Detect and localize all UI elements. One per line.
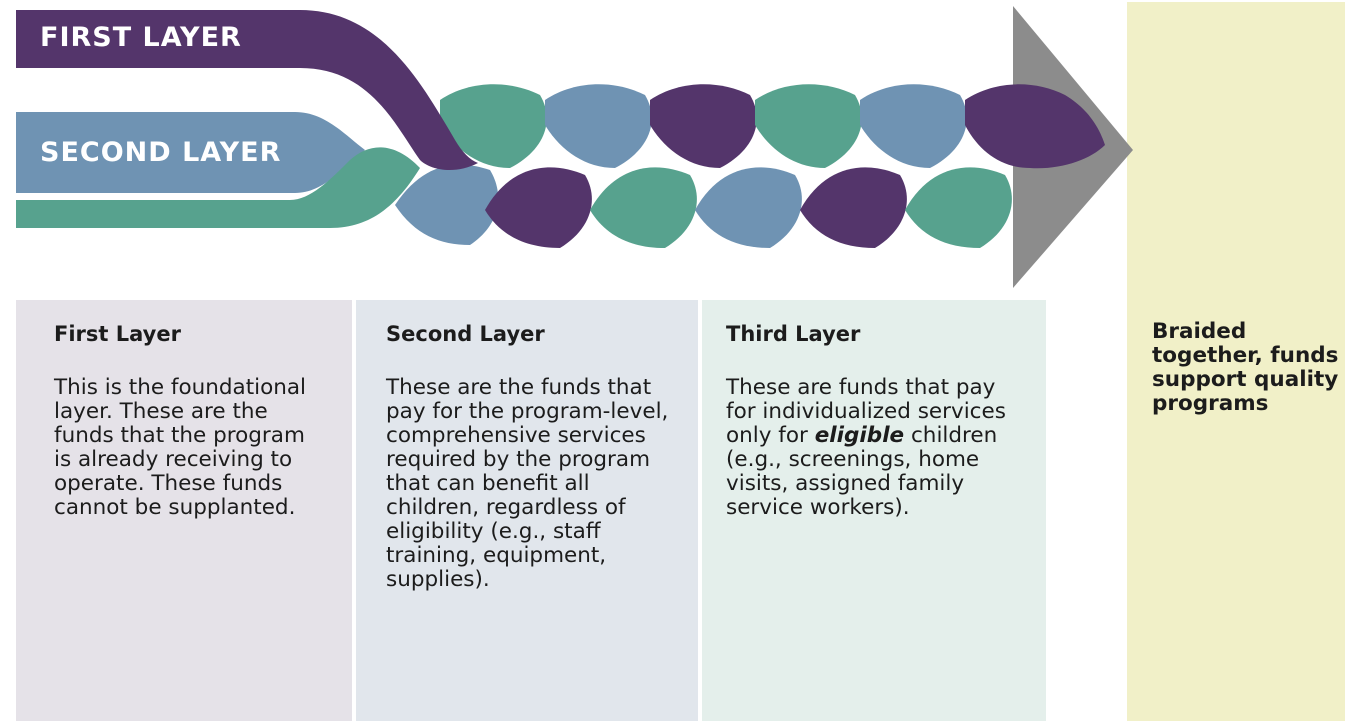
braid-segment-lower-2 <box>485 167 592 248</box>
third-layer-panel: Third Layer These are funds that pay for… <box>702 300 1046 721</box>
braid-segment-lower-3 <box>590 167 697 248</box>
braid-segment-upper-2 <box>545 84 652 168</box>
braid-segment-lower-1 <box>395 164 499 245</box>
first-layer-strand-entry <box>16 10 478 171</box>
braid-segment-upper-6 <box>965 84 1105 169</box>
braid-segment-lower-6 <box>905 167 1012 248</box>
first-layer-description: This is the foundational layer. These ar… <box>54 375 307 520</box>
third-layer-title: Third Layer <box>726 322 861 346</box>
third-layer-strand-entry <box>16 147 420 228</box>
braid-segment-upper-4 <box>755 84 862 168</box>
third-layer-description: These are funds that pay for individuali… <box>726 376 1020 520</box>
result-column <box>1127 2 1345 721</box>
braid-segment-lower-5 <box>800 167 907 248</box>
third-layer-description-start: These are funds that pay for individuali… <box>726 375 1006 448</box>
braid-segment-lower-4 <box>695 167 802 248</box>
second-layer-label: SECOND LAYER <box>40 137 281 168</box>
third-layer-description-end: children (e.g., screenings, home visits,… <box>726 423 998 520</box>
first-layer-panel: First Layer This is the foundational lay… <box>16 300 352 721</box>
braid-diagram: FIRST LAYER SECOND LAYER THIRD LAYER <box>16 6 1133 288</box>
second-layer-strand-entry <box>16 112 365 193</box>
second-layer-description: These are the funds that pay for the pro… <box>386 375 669 592</box>
braid-segment-upper-3 <box>650 84 757 168</box>
braid-segment-upper-1 <box>440 84 547 168</box>
third-layer-label: THIRD LAYER <box>40 244 249 275</box>
first-layer-label: FIRST LAYER <box>40 22 242 53</box>
braided-result-text: Braided together, funds support quality … <box>1152 319 1339 416</box>
eligible-emphasis: eligible <box>814 423 905 448</box>
second-layer-panel: Second Layer These are the funds that pa… <box>356 300 698 721</box>
second-layer-title: Second Layer <box>386 322 545 346</box>
first-layer-title: First Layer <box>54 322 181 346</box>
braid-segment-upper-5 <box>860 84 967 168</box>
